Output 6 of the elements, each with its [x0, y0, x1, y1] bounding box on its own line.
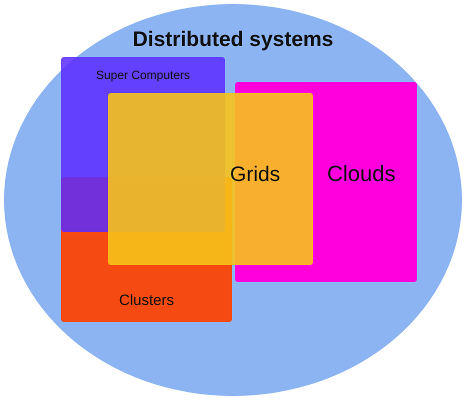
title-text: Distributed systems	[132, 27, 334, 53]
region-label: Super Computers	[96, 67, 190, 84]
region-label: Clusters	[118, 290, 174, 310]
region-label: Grids	[230, 162, 280, 188]
region-label: Clouds	[327, 160, 396, 188]
grids-region	[108, 93, 313, 265]
